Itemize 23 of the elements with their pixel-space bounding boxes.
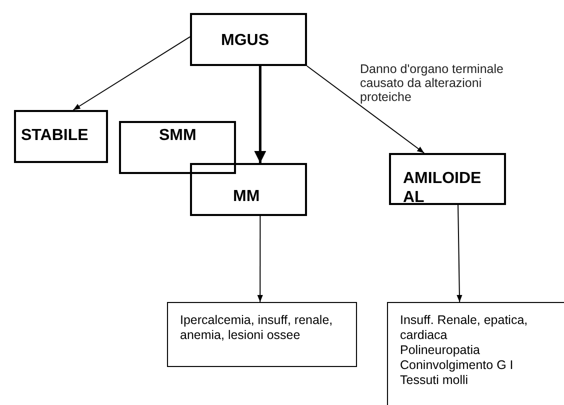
box-text: Polineuropatia xyxy=(400,343,481,358)
arrow xyxy=(257,216,263,302)
box-text: Insuff. Renale, epatica, cardiaca xyxy=(400,313,529,343)
process-box xyxy=(389,153,506,205)
box-title: MM xyxy=(233,187,260,206)
process-box xyxy=(190,13,307,66)
arrow xyxy=(306,66,425,154)
arrow xyxy=(254,66,266,163)
text-box xyxy=(167,302,357,367)
text-box xyxy=(387,302,564,405)
process-box xyxy=(190,163,307,216)
box-text: Ipercalcemia, insuff, renale, anemia, lesioni ossee xyxy=(180,313,334,343)
box-title: STABILE xyxy=(21,126,88,145)
process-box xyxy=(14,110,108,163)
process-box xyxy=(119,121,236,174)
box-text: Coninvolgimento G I xyxy=(400,358,514,373)
arrow xyxy=(72,36,190,110)
arrow xyxy=(456,204,462,302)
box-title: SMM xyxy=(159,126,196,145)
edge-label: Danno d'organo terminale causato da alterazioni proteiche xyxy=(360,62,505,104)
box-title: AMILOIDE AL xyxy=(403,169,482,207)
box-title: MGUS xyxy=(221,31,269,50)
box-text: Tessuti molli xyxy=(400,373,470,388)
